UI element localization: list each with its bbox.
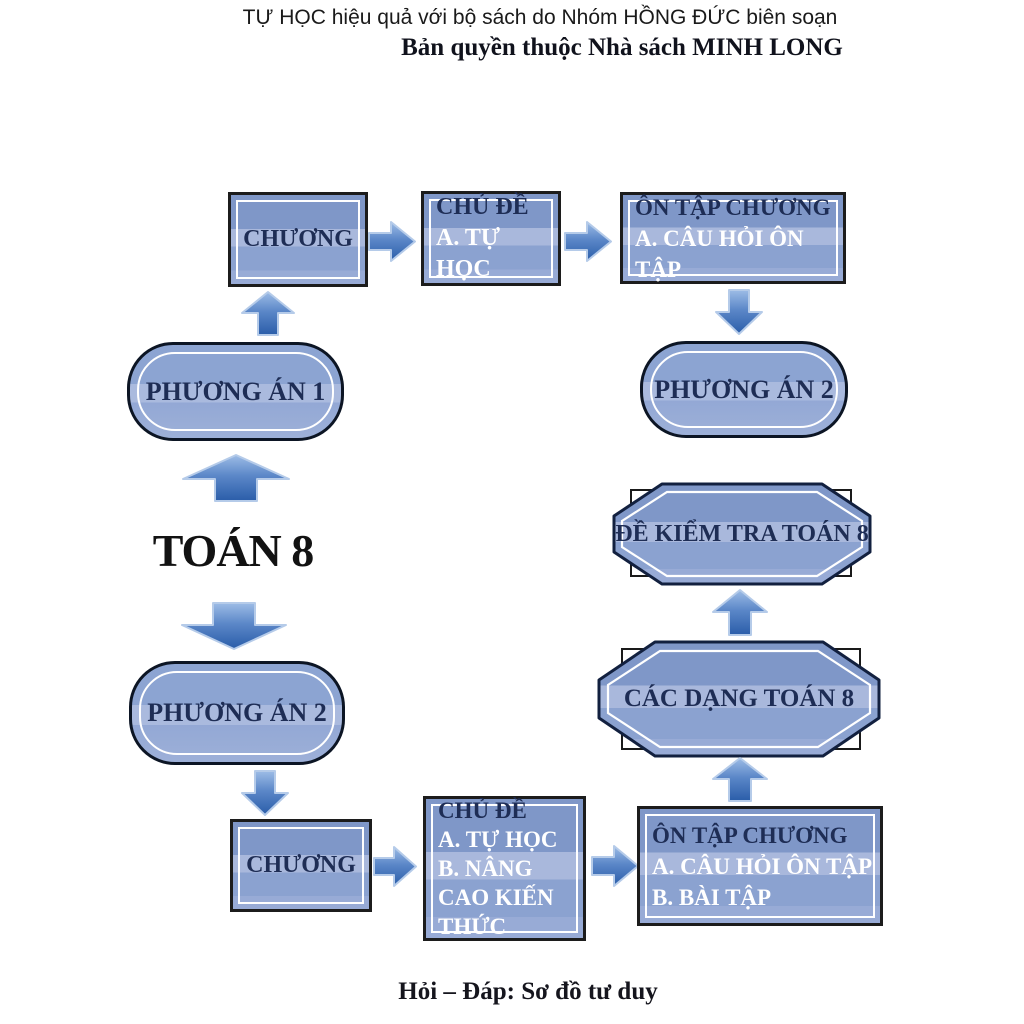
node-item: A. CÂU HỎI ÔN TẬP bbox=[652, 853, 873, 879]
arrow-right-chuong-to-chude-icon bbox=[368, 221, 416, 262]
arrow-up-phuongan1-to-chuong-icon bbox=[241, 291, 295, 336]
arrow-right-chuong-to-chude-bottom-icon bbox=[373, 846, 417, 887]
node-cacdang: CÁC DẠNG TOÁN 8 bbox=[597, 640, 881, 758]
node-item: B. BÀI TẬP bbox=[652, 884, 772, 910]
node-phuongan2-left: PHƯƠNG ÁN 2 bbox=[129, 661, 345, 765]
node-dekiemtra: ĐỀ KIỂM TRA TOÁN 8 bbox=[612, 482, 872, 586]
node-item: A. TỰ HỌC bbox=[438, 827, 558, 852]
node-title: PHƯƠNG ÁN 1 bbox=[145, 376, 326, 406]
node-title: ÔN TẬP CHƯƠNG bbox=[635, 194, 831, 220]
node-item: B. NÂNG CAO KIẾN THỨC bbox=[438, 856, 554, 939]
arrow-up-toan8-to-phuongan1-icon bbox=[182, 454, 290, 502]
node-title: CHƯƠNG bbox=[246, 852, 356, 878]
node-ontap-top: ÔN TẬP CHƯƠNG A. CÂU HỎI ÔN TẬP bbox=[620, 192, 846, 284]
node-title: ÔN TẬP CHƯƠNG bbox=[652, 822, 848, 848]
arrow-up-cacdang-to-dekiemtra-icon bbox=[712, 589, 768, 636]
node-phuongan2-right: PHƯƠNG ÁN 2 bbox=[640, 341, 848, 438]
arrow-right-chude-to-ontap-bottom-icon bbox=[591, 845, 639, 887]
node-title: ĐỀ KIỂM TRA TOÁN 8 bbox=[615, 520, 869, 547]
node-chude-top: CHỦ ĐỀ A. TỰ HỌC bbox=[421, 191, 561, 286]
arrow-up-ontap-to-cacdang-icon bbox=[712, 757, 768, 802]
node-title: PHƯƠNG ÁN 2 bbox=[654, 374, 834, 404]
node-chuong-bottom: CHƯƠNG bbox=[230, 819, 372, 912]
center-title: TOÁN 8 bbox=[152, 525, 315, 576]
header-line-2: Bản quyền thuộc Nhà sách MINH LONG bbox=[401, 34, 843, 61]
arrow-down-toan8-to-phuongan2-icon bbox=[181, 602, 287, 650]
node-ontap-bottom: ÔN TẬP CHƯƠNG A. CÂU HỎI ÔN TẬP B. BÀI T… bbox=[637, 806, 883, 926]
page-caption: Hỏi – Đáp: Sơ đồ tư duy bbox=[398, 978, 658, 1005]
node-title: PHƯƠNG ÁN 2 bbox=[147, 698, 327, 727]
node-chuong-top: CHƯƠNG bbox=[228, 192, 368, 287]
node-title: CHỦ ĐỀ bbox=[438, 798, 527, 823]
node-item: A. CÂU HỎI ÔN TẬP bbox=[635, 225, 804, 282]
header-line-1: TỰ HỌC hiệu quả với bộ sách do Nhóm HỒNG… bbox=[242, 6, 838, 29]
arrow-down-phuongan2-to-chuong-icon bbox=[241, 770, 289, 816]
arrow-down-ontap-to-phuongan2-icon bbox=[715, 289, 763, 335]
node-title: CÁC DẠNG TOÁN 8 bbox=[623, 685, 855, 712]
node-item: A. TỰ HỌC bbox=[436, 225, 501, 282]
octagon-shape-icon bbox=[612, 482, 872, 586]
node-phuongan1: PHƯƠNG ÁN 1 bbox=[127, 342, 344, 441]
octagon-shape-icon bbox=[597, 640, 881, 758]
node-chude-bottom: CHỦ ĐỀ A. TỰ HỌC B. NÂNG CAO KIẾN THỨC bbox=[423, 796, 586, 941]
arrow-right-chude-to-ontap-icon bbox=[564, 221, 612, 262]
node-title: CHỦ ĐỀ bbox=[436, 194, 529, 220]
node-title: CHƯƠNG bbox=[243, 226, 353, 252]
